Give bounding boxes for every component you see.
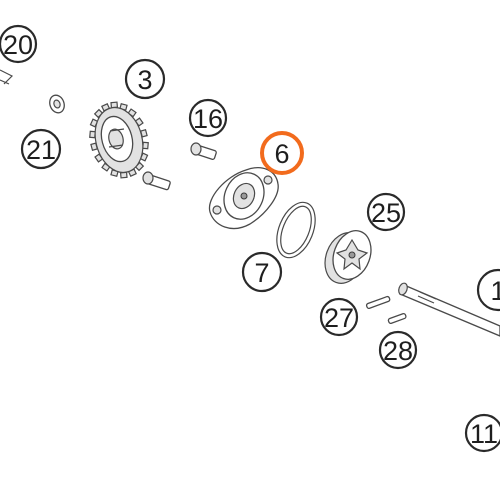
callout-circle [0, 24, 38, 64]
callout-27: 27 [319, 297, 359, 337]
callout-label: 20 [3, 30, 33, 60]
callout-20: 20 [0, 24, 38, 64]
callout-6: 6 [260, 131, 304, 175]
part-1-shaft [398, 282, 500, 337]
callout-circle [366, 192, 406, 232]
callout-circle [464, 413, 500, 453]
callout-label: 1 [490, 276, 500, 306]
callout-circle [124, 58, 166, 100]
gear-tooth [110, 101, 119, 109]
callout-label: 7 [254, 258, 269, 288]
callout-label: 6 [274, 139, 289, 169]
callout-label: 21 [26, 135, 56, 165]
callout-label: 3 [137, 65, 152, 95]
callout-3: 3 [124, 58, 166, 100]
callout-25: 25 [366, 192, 406, 232]
callout-28: 28 [378, 330, 418, 370]
callout-label: 25 [371, 198, 401, 228]
part-28-pin [387, 312, 407, 324]
part-21-washer [49, 94, 65, 114]
callout-label: 11 [470, 419, 498, 449]
callout-circle [241, 251, 283, 293]
callout-1: 1 [476, 268, 500, 312]
gear-tooth [119, 171, 128, 179]
callout-16: 16 [188, 98, 228, 138]
part-6-pump-cover [208, 167, 279, 229]
callout-circle [260, 131, 304, 175]
part-20-clip [0, 69, 14, 85]
callout-21: 21 [20, 128, 62, 170]
part-3-gear [89, 101, 149, 179]
callout-circle [476, 268, 500, 312]
callout-7: 7 [241, 251, 283, 293]
callout-label: 16 [193, 104, 223, 134]
part-16-bolt-lower [142, 171, 171, 191]
callout-11: 11 [464, 413, 500, 453]
part-25-rotor [324, 230, 372, 284]
part-7-o-ring [276, 201, 316, 259]
callout-circle [20, 128, 62, 170]
callout-label: 27 [324, 303, 354, 333]
callout-circle [319, 297, 359, 337]
gear-tooth [142, 141, 149, 150]
callout-label: 28 [383, 336, 413, 366]
callout-circle [378, 330, 418, 370]
part-27-pin [365, 295, 391, 310]
callout-circle [188, 98, 228, 138]
part-16-bolt-upper [190, 142, 217, 160]
gear-tooth [89, 130, 96, 139]
